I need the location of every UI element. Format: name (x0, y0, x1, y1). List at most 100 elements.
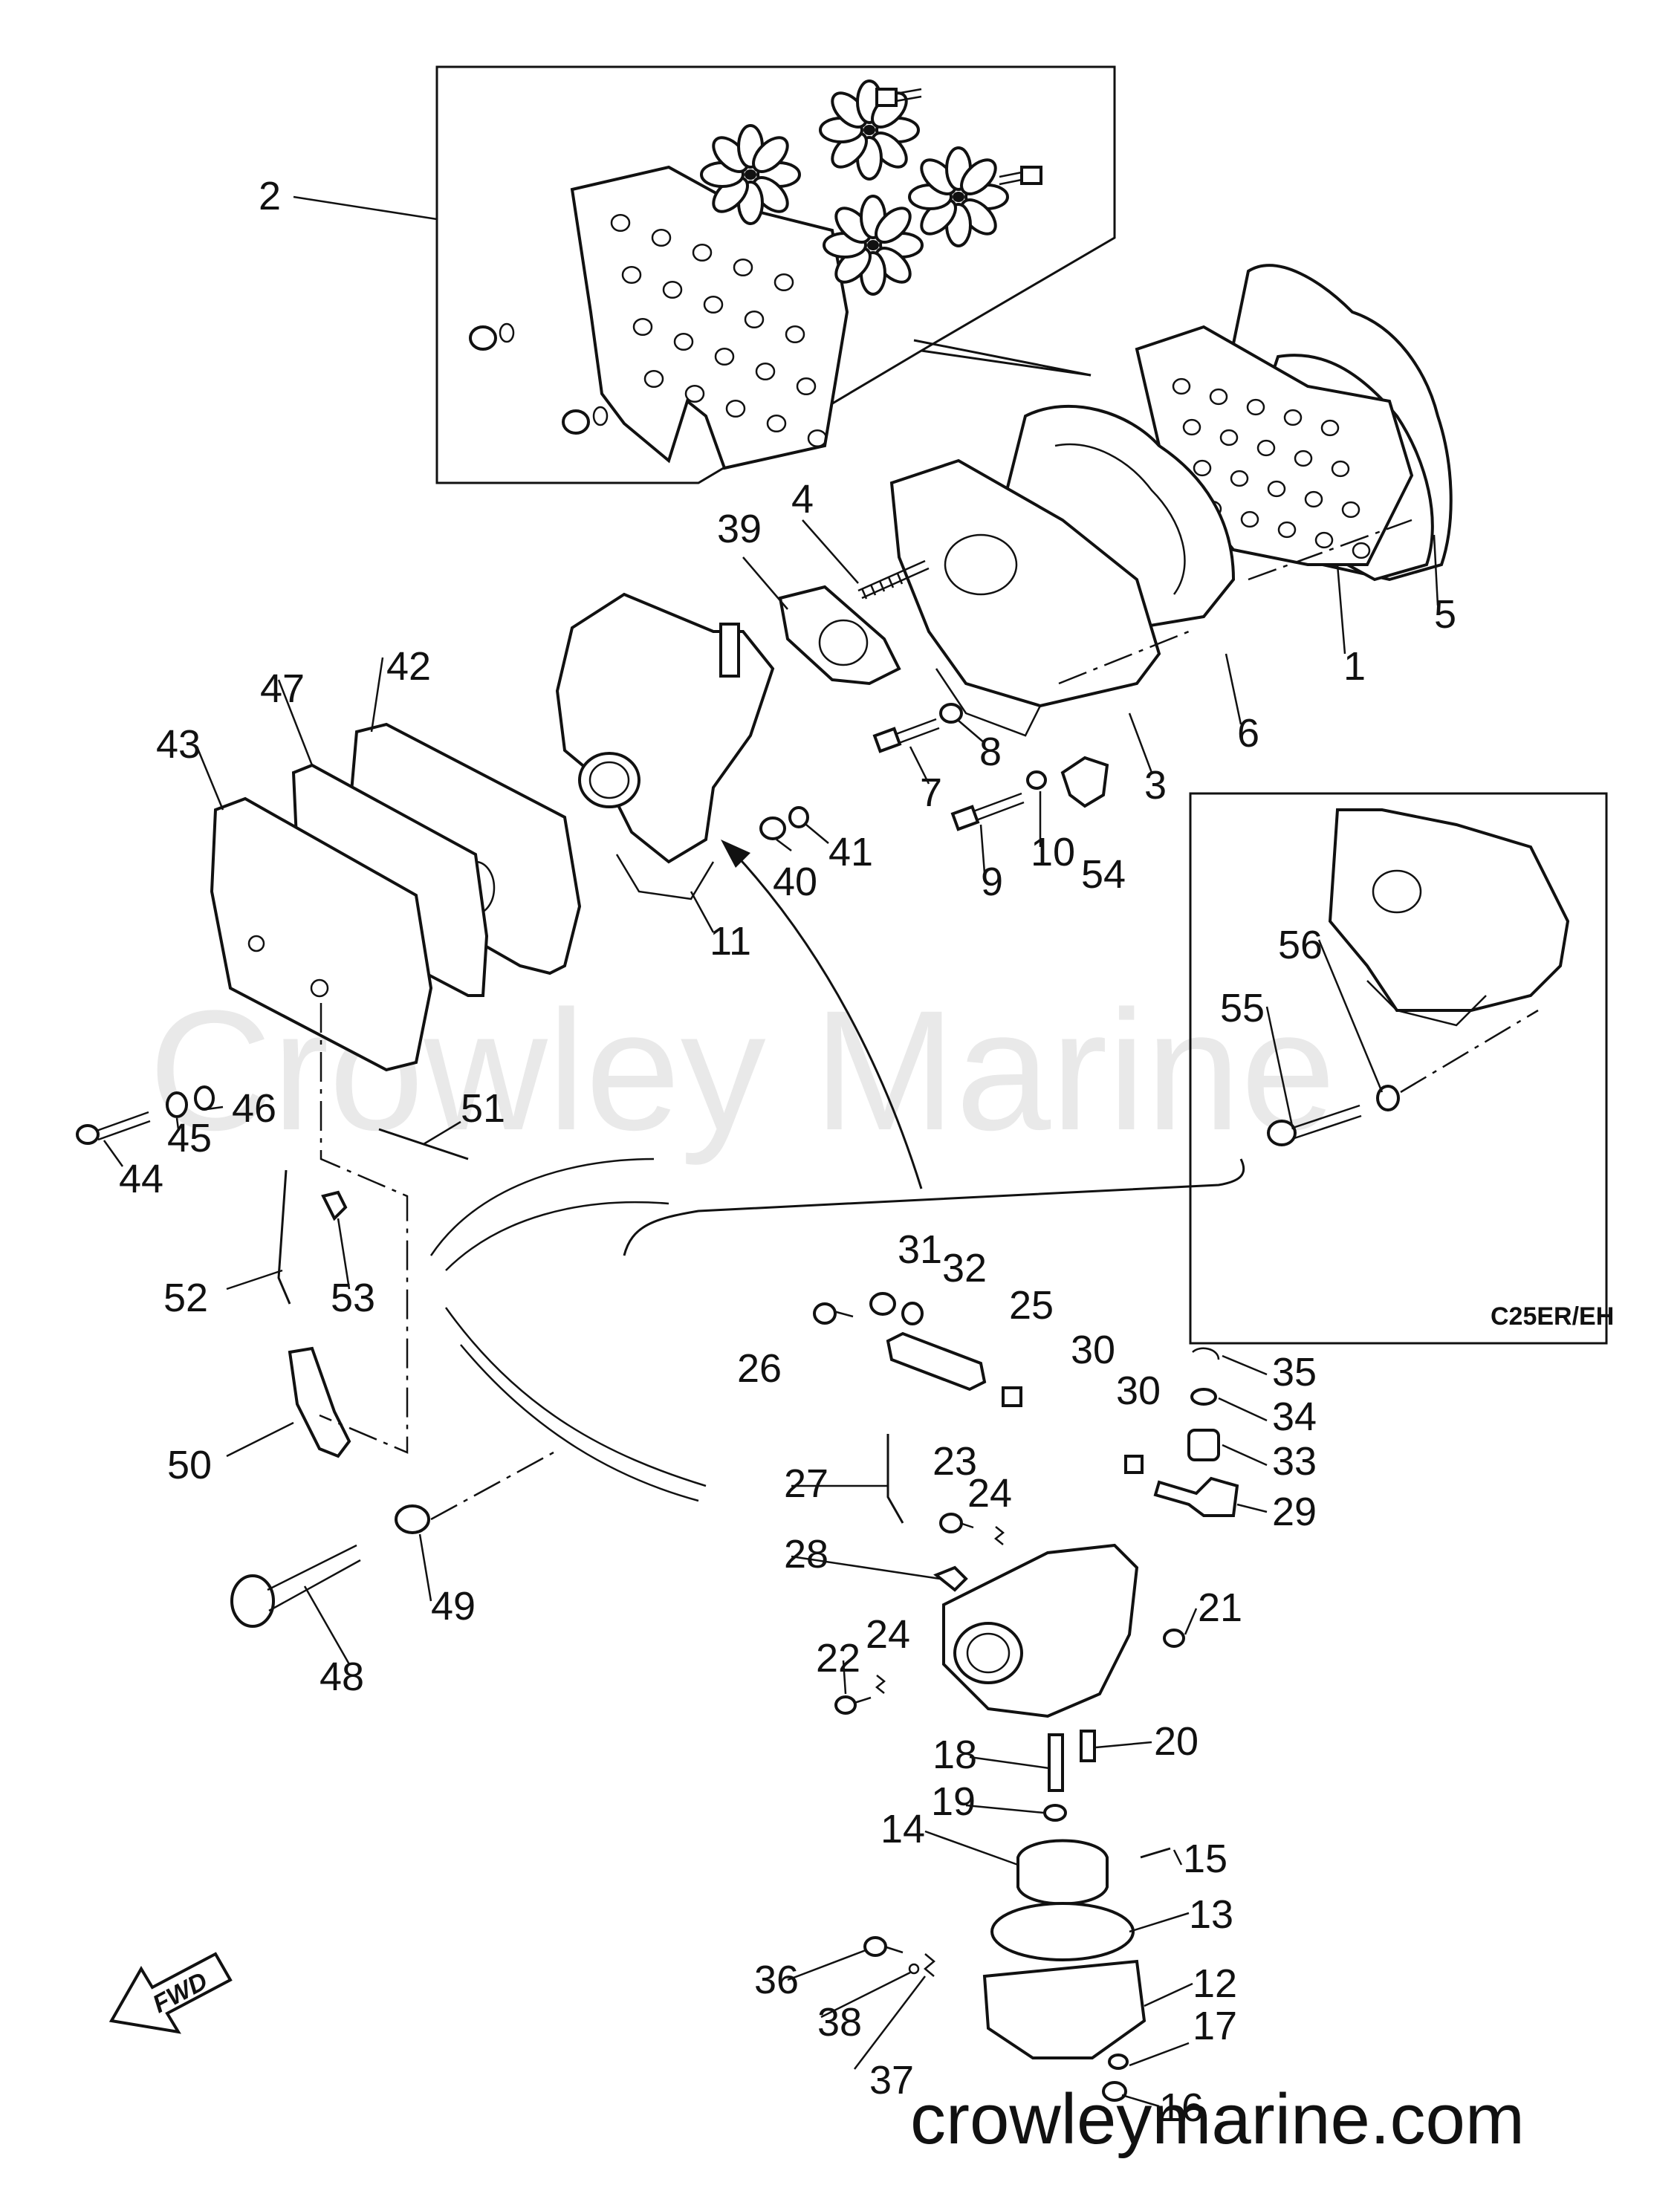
inset-model-code: C25ER/EH (1491, 1302, 1614, 1331)
reed-hole (714, 347, 735, 366)
model-inset: C25ER/EH (1189, 792, 1614, 1345)
reed-hole (1277, 521, 1297, 539)
callout-c31: 31 (898, 1227, 942, 1272)
reed-hole (1193, 459, 1212, 477)
leader-line (423, 1120, 461, 1146)
callout-c3: 3 (1144, 763, 1167, 808)
carburetor-11 (555, 592, 775, 900)
reed-hole (610, 213, 631, 233)
leader-line (226, 1269, 283, 1290)
callout-c44: 44 (119, 1157, 163, 1201)
reed-hole (1331, 460, 1350, 478)
callout-c25: 25 (1009, 1283, 1054, 1328)
clamp-54 (1060, 756, 1109, 808)
leader-line (820, 1971, 911, 2019)
leader-lines (103, 195, 1439, 2108)
callout-c40: 40 (773, 860, 817, 904)
reed-hole (692, 243, 713, 262)
leader-line (1128, 712, 1153, 773)
leader-line (787, 1949, 866, 1981)
callout-c13: 13 (1189, 1892, 1233, 1937)
bolt-9 (950, 792, 1025, 831)
reed-hole (651, 228, 672, 247)
reed-hole (744, 310, 765, 329)
callout-c33: 33 (1272, 1439, 1317, 1484)
reed-hole (643, 369, 664, 389)
rod-52 (277, 1169, 291, 1305)
leader-line (979, 824, 986, 874)
leader-line (924, 1830, 1019, 1866)
reed-hole (1246, 398, 1265, 416)
callout-c30a: 30 (1071, 1328, 1115, 1372)
reed-petal-icon (908, 146, 1009, 247)
callout-c38: 38 (817, 2000, 862, 2045)
reed-hole (1256, 439, 1276, 457)
washer-45 (166, 1091, 188, 1118)
leader-line (303, 1585, 351, 1665)
washer-10 (1026, 770, 1047, 790)
leader-line (103, 1140, 124, 1167)
leader-line (1222, 1354, 1268, 1376)
reed-hole (1304, 490, 1323, 508)
reed-hole (1294, 449, 1313, 467)
reed-hole (1240, 510, 1259, 528)
callout-c21: 21 (1198, 1585, 1242, 1630)
reed-valve-inset (435, 65, 1116, 484)
leader-line (690, 891, 715, 933)
washer-8 (939, 703, 963, 724)
leader-line (1222, 1444, 1268, 1467)
callout-c51: 51 (461, 1086, 505, 1131)
leader-line (206, 1106, 224, 1111)
callout-c6: 6 (1237, 711, 1259, 756)
reed-hole (807, 429, 828, 448)
reed-hole (1182, 418, 1201, 436)
callout-c15: 15 (1183, 1837, 1227, 1881)
lever-50 (288, 1346, 351, 1458)
leader-line (805, 824, 829, 844)
leader-line (1236, 1503, 1268, 1513)
callout-c12: 12 (1193, 1961, 1237, 2006)
leader-line (1336, 564, 1346, 655)
callout-c4: 4 (791, 477, 814, 522)
reed-hole (1314, 531, 1334, 549)
callout-c53: 53 (331, 1276, 375, 1320)
leader-line (1095, 1741, 1152, 1749)
callout-c34: 34 (1272, 1395, 1317, 1439)
reed-hole (673, 332, 694, 351)
intake-silencer (210, 722, 582, 1072)
carburetor-exploded (813, 1292, 1239, 2102)
leader-line (1121, 2094, 1160, 2108)
leader-line (965, 1804, 1045, 1814)
leader-line (277, 679, 314, 766)
leader-line (195, 746, 224, 811)
leader-line (1129, 2042, 1190, 2067)
callout-labels: 1234567891011121314151617181920212223242… (119, 174, 1456, 2130)
leader-line (370, 657, 384, 733)
reed-hole (733, 258, 753, 277)
leader-line (742, 556, 788, 610)
leader-line (909, 746, 930, 785)
callout-c56: 56 (1278, 923, 1323, 967)
reed-hole (1320, 419, 1340, 437)
leader-line (1265, 1006, 1294, 1130)
reed-petal-icon (819, 79, 920, 181)
leader-line (1218, 1397, 1268, 1422)
choke-knob-48 (230, 1544, 361, 1628)
callout-c45: 45 (167, 1116, 212, 1160)
reed-hole (796, 377, 817, 396)
bolt-44 (76, 1111, 151, 1145)
callout-c1: 1 (1343, 644, 1366, 689)
leader-line (226, 1421, 294, 1458)
clip-53 (321, 1190, 348, 1221)
leader-line (1433, 534, 1439, 606)
leader-line (1184, 1608, 1198, 1635)
callout-c18: 18 (933, 1733, 977, 1777)
callout-c2: 2 (259, 174, 281, 218)
callout-c47: 47 (260, 666, 305, 711)
cowling-outline (429, 1158, 707, 1502)
callout-c7: 7 (920, 770, 942, 815)
callout-c37: 37 (869, 2058, 914, 2103)
washer-41 (788, 806, 809, 828)
